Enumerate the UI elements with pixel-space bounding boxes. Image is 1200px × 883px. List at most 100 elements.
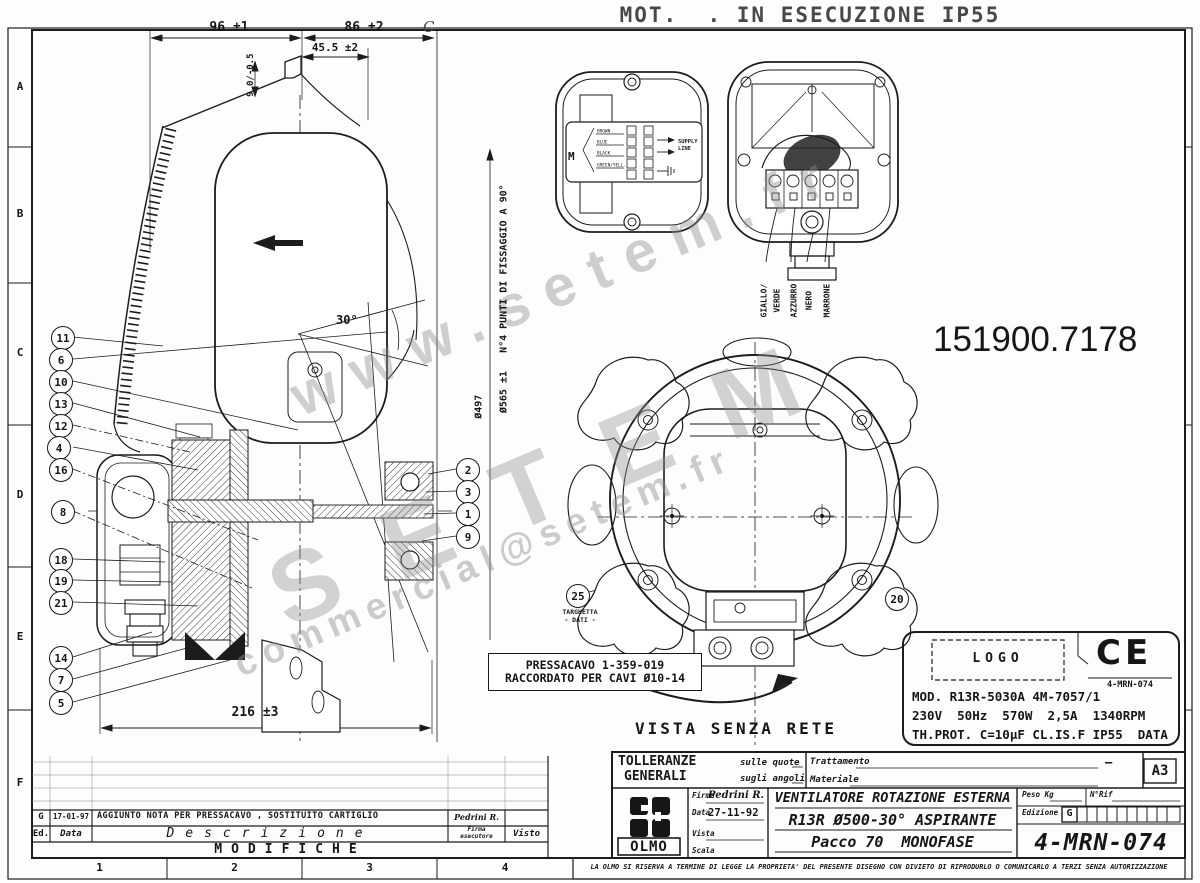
balloon-5: 5: [49, 691, 73, 715]
plate-protection-line: TH.PROT. C=10µF CL.IS.F IP55 DATA: [912, 727, 1168, 742]
plate-logo-placeholder: LOGO: [972, 651, 1024, 666]
mod-description: AGGIUNTO NOTA PER PRESSACAVO , SOSTITUIT…: [97, 811, 379, 821]
balloon-25: 25: [566, 584, 590, 608]
drawing-title-2: R13R Ø500-30° ASPIRANTE: [788, 811, 997, 829]
sheet-top-title: MOT. . IN ESECUZIONE IP55: [619, 3, 1001, 27]
balloon-12: 12: [49, 414, 73, 438]
balloon-14: 14: [49, 646, 73, 670]
zone-row-d: D: [16, 488, 24, 501]
zone-row-a: A: [16, 80, 24, 93]
vista-label: Vista: [692, 829, 715, 838]
wire-label-azzurro: AZZURRO: [789, 283, 799, 318]
balloon-6: 6: [49, 348, 73, 372]
pencil-note: C: [423, 18, 435, 36]
supply-line-label-2: LINE: [678, 146, 691, 152]
wire-row-2: BLUE: [597, 140, 608, 146]
trattamento-value: —: [1105, 755, 1113, 769]
balloon-7: 7: [49, 668, 73, 692]
zone-col-3: 3: [366, 861, 373, 874]
plate-ratings-line: 230V 50Hz 570W 2,5A 1340RPM: [912, 708, 1146, 723]
sheet-frame: [7, 27, 1193, 880]
mod-data-label: Data: [60, 829, 82, 839]
terminal-box-open: [727, 61, 899, 281]
sulle-quote-label: sulle quote: [740, 758, 800, 768]
data-value: 27-11-92: [708, 807, 759, 819]
balloon-2: 2: [456, 458, 480, 482]
trattamento-label: Trattamento: [810, 757, 870, 767]
dim-dia565: Ø565 ±1 N°4 PUNTI DI FISSAGGIO A 90°: [498, 184, 510, 414]
wire-label-giallo: GIALLO/: [759, 283, 769, 318]
title-block-lines: [611, 751, 1186, 859]
vista-senza-rete-label: VISTA SENZA RETE: [634, 719, 838, 738]
mounting-bolts: [637, 409, 873, 591]
materiale-label: Materiale: [810, 775, 859, 785]
sheet-format: A3: [1151, 763, 1169, 779]
dim-dia497: Ø497: [473, 394, 485, 419]
dim-30deg: 30°: [336, 313, 358, 327]
pressacavo-line-2: RACCORDATO PER CAVI Ø10-14: [504, 671, 685, 685]
blade-clouds: [567, 337, 939, 657]
balloon-21: 21: [49, 591, 73, 615]
balloon-4: 4: [47, 436, 71, 460]
dim-9: 9 0/-0.5: [245, 53, 256, 97]
legal-disclaimer: LA OLMO SI RISERVA A TERMINE DI LEGGE LA…: [590, 863, 1168, 871]
supply-line-label-1: SUPPLY: [678, 139, 698, 145]
mod-firma-label-1: Firma: [467, 826, 486, 833]
zone-row-e: E: [16, 630, 24, 643]
rating-plate-frame: [902, 631, 1180, 746]
pressacavo-note: PRESSACAVO 1-359-019 RACCORDATO PER CAVI…: [488, 653, 702, 691]
zone-row-c: C: [16, 346, 24, 359]
wire-row-3: BLACK: [597, 151, 611, 157]
zone-col-4: 4: [501, 861, 509, 874]
sugli-angoli-label: sugli angoli: [740, 774, 806, 784]
zone-col-2: 2: [231, 861, 238, 874]
tolleranze-label-1: TOLLERANZE: [618, 754, 697, 769]
data-label: Data: [692, 808, 711, 817]
mod-date: 17-01-97: [52, 812, 90, 821]
front-view-drawing: [567, 337, 939, 745]
firma-label: Firma: [692, 791, 715, 800]
wire-label-marrone: MARRONE: [822, 283, 832, 318]
dim-96: 96 ±1: [209, 20, 249, 35]
balloon-20: 20: [885, 587, 909, 611]
peso-label: Peso Kg: [1022, 790, 1054, 799]
balloon-1: 1: [456, 502, 480, 526]
mod-firma-label-2: esecutore: [460, 833, 493, 840]
targhetta-note-2: - DATI -: [564, 616, 596, 624]
balloon-3: 3: [456, 480, 480, 504]
side-view-drawing: [88, 55, 455, 745]
terminal-label-text: M BROWN BLUE BLACK GREEN/YELL. SUPPLY LI…: [568, 129, 698, 169]
wire-row-1: BROWN: [597, 129, 611, 135]
mod-visto-label: Visto: [512, 829, 541, 839]
drawing-title-3: Pacco 70 MONOFASE: [811, 833, 974, 851]
mod-table-title: MODIFICHE: [214, 842, 366, 857]
zone-row-b: B: [16, 207, 24, 220]
pressacavo-line-1: PRESSACAVO 1-359-019: [525, 657, 665, 672]
leader-lines: [72, 331, 886, 703]
wire-label-nero: NERO: [804, 290, 814, 311]
dim-45-5: 45.5 ±2: [311, 41, 359, 54]
ce-mark: CE: [1096, 633, 1153, 673]
reference-number: 151900.7178: [933, 320, 1138, 359]
edizione-label: Edizione: [1022, 808, 1059, 817]
balloon-11: 11: [51, 326, 75, 350]
mod-ed-label: Ed.: [32, 829, 50, 839]
scala-label: Scala: [692, 846, 715, 855]
plate-ref: 4-MRN-074: [1106, 680, 1154, 690]
terminal-box-closed: [555, 71, 709, 233]
drawing-number: 4-MRN-074: [1034, 830, 1168, 856]
targhetta-note-1: TARGHETTA: [562, 608, 598, 616]
drawing-title-1: VENTILATORE ROTAZIONE ESTERNA: [774, 790, 1011, 806]
balloon-18: 18: [49, 548, 73, 572]
dim-216: 216 ±3: [231, 705, 279, 720]
mod-firma: Pedrini R.: [454, 812, 499, 822]
wire-row-4: GREEN/YELL.: [597, 163, 626, 169]
zone-col-1: 1: [96, 861, 103, 874]
balloon-19: 19: [49, 569, 73, 593]
modification-table-lines: [32, 756, 549, 858]
wire-label-verde: VERDE: [772, 288, 782, 313]
balloon-16: 16: [49, 458, 73, 482]
edizione-value: G: [1066, 808, 1073, 819]
dim-86: 86 ±2: [344, 20, 384, 35]
